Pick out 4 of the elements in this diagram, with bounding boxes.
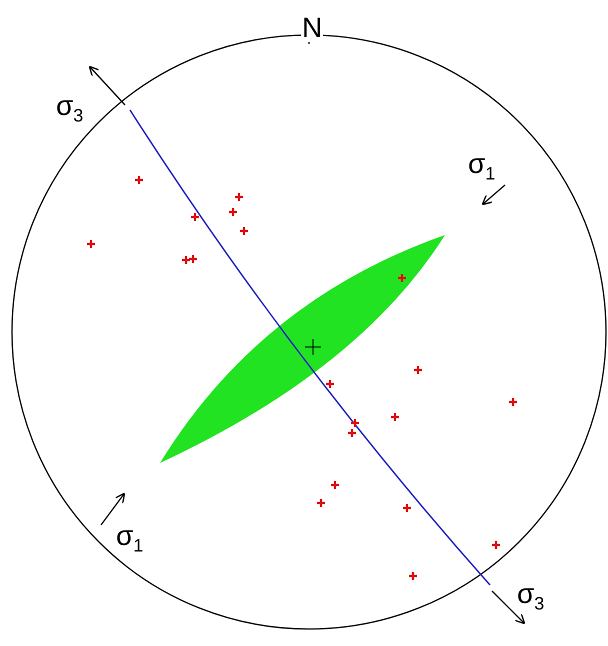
stress-axis-label: σ$_{3}$: [56, 92, 84, 125]
stress-axis-label: σ$_{1}$: [468, 150, 496, 183]
stress-axis-label: σ$_{1}$: [116, 522, 144, 555]
stress-axis-label: σ$_{3}$: [517, 580, 544, 613]
